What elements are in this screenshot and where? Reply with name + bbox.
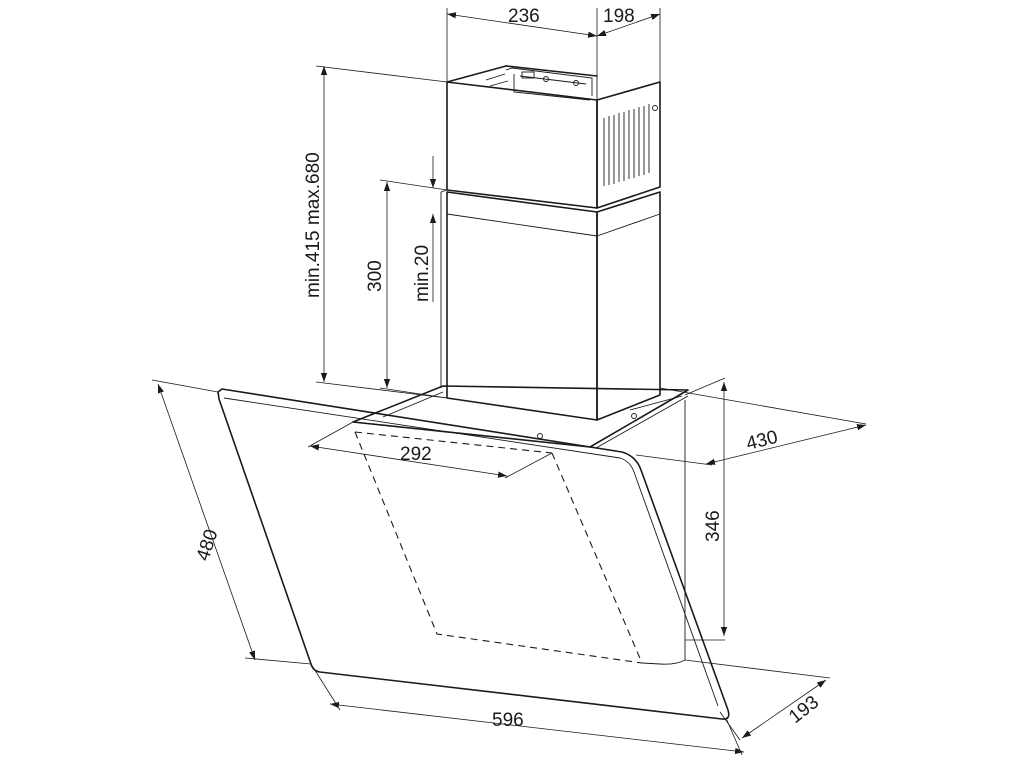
dim-480-label: 480 (193, 527, 223, 564)
dim-canopy-inner: 292 (307, 421, 553, 479)
vent-slots (603, 104, 650, 186)
dim-bottom-depth: 193 (684, 659, 831, 741)
dim-300-label: 300 (365, 260, 386, 292)
dim-236-label: 236 (508, 6, 540, 27)
dim-346-label: 346 (703, 510, 724, 542)
dim-chimney-height: min.415 max.680 (303, 65, 448, 399)
dim-596-label: 596 (492, 710, 524, 731)
dim-415-680-label: min.415 max.680 (303, 152, 324, 298)
dim-glass-height: 480 (151, 379, 312, 665)
dim-lower-chimney: 300 (365, 179, 448, 399)
dim-198-label: 198 (603, 6, 635, 27)
hidden-outline (354, 431, 643, 664)
dim-min20-label: min.20 (412, 245, 433, 302)
dim-overlap: min.20 (412, 156, 437, 302)
upper-chimney (446, 65, 661, 209)
lower-chimney (440, 189, 661, 421)
dim-chimney-width: 236 (446, 6, 661, 82)
dim-total-width: 596 (310, 663, 745, 756)
dim-292-label: 292 (400, 444, 432, 465)
dim-430-label: 430 (744, 427, 780, 455)
dim-hood-height: 346 (684, 377, 728, 641)
dim-193-label: 193 (785, 692, 823, 728)
glass-panel (217, 388, 730, 720)
dim-chimney-depth: 198 (596, 6, 661, 37)
